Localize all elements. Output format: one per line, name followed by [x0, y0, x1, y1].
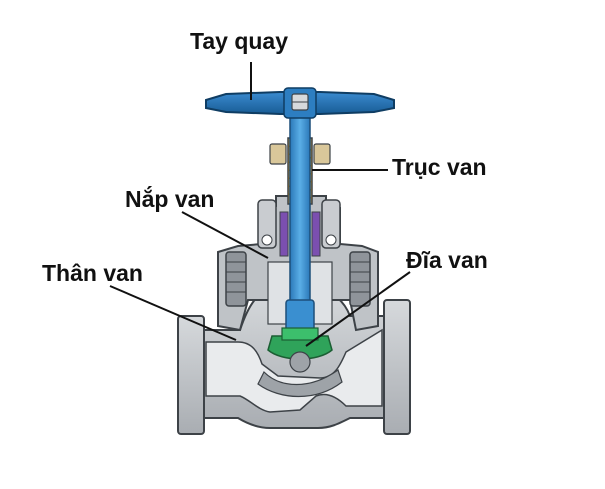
- leader-lines: [109, 62, 411, 347]
- leader-body: [109, 285, 237, 341]
- label-bonnet: Nắp van: [125, 186, 215, 212]
- label-body: Thân van: [42, 260, 143, 286]
- label-stem: Trục van: [392, 154, 487, 180]
- leader-disc: [305, 271, 411, 347]
- label-disc: Đĩa van: [406, 247, 488, 273]
- label-handwheel: Tay quay: [190, 28, 288, 54]
- disc: [267, 327, 333, 373]
- handwheel: [205, 87, 395, 119]
- leader-bonnet: [181, 211, 269, 259]
